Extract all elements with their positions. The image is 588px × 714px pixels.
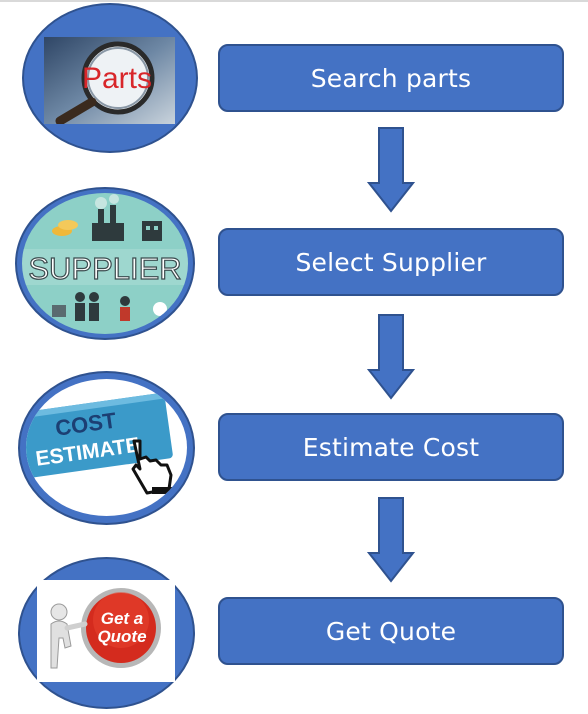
step-search-parts[interactable]: Search parts — [218, 44, 564, 112]
step-4-get-quote-image: Get a Quote — [37, 580, 175, 682]
supplier-image-text: SUPPLIER — [28, 251, 181, 286]
step-3-cost-estimate-image: COST ESTIMATE — [26, 379, 187, 516]
red-button-figure: Get a Quote — [81, 588, 161, 668]
step-get-quote-label: Get Quote — [325, 616, 457, 646]
down-arrow-1 — [367, 127, 415, 213]
step-get-quote[interactable]: Get Quote — [218, 597, 564, 665]
step-select-supplier[interactable]: Select Supplier — [218, 228, 564, 296]
person-figure-icon — [50, 603, 88, 669]
step-select-supplier-label: Select Supplier — [295, 247, 487, 277]
step-search-parts-label: Search parts — [310, 63, 472, 93]
top-border-line — [0, 0, 588, 2]
step-estimate-cost-label: Estimate Cost — [302, 432, 480, 462]
down-arrow-2 — [367, 314, 415, 400]
parts-image-text: Parts — [82, 62, 152, 95]
building-icon — [142, 221, 162, 241]
people-icon — [75, 292, 130, 321]
step-2-supplier-image: SUPPLIER — [22, 193, 188, 334]
step-estimate-cost[interactable]: Estimate Cost — [218, 413, 564, 481]
get-a-image-text: Get a — [101, 609, 144, 628]
down-arrow-3 — [367, 497, 415, 583]
coins-icon — [52, 220, 78, 236]
quote-image-text: Quote — [97, 627, 146, 646]
factory-icon — [92, 194, 124, 241]
step-1-parts-image: Parts — [44, 37, 175, 124]
magnifying-glass-icon — [55, 41, 155, 124]
hand-cursor-icon — [131, 439, 173, 495]
